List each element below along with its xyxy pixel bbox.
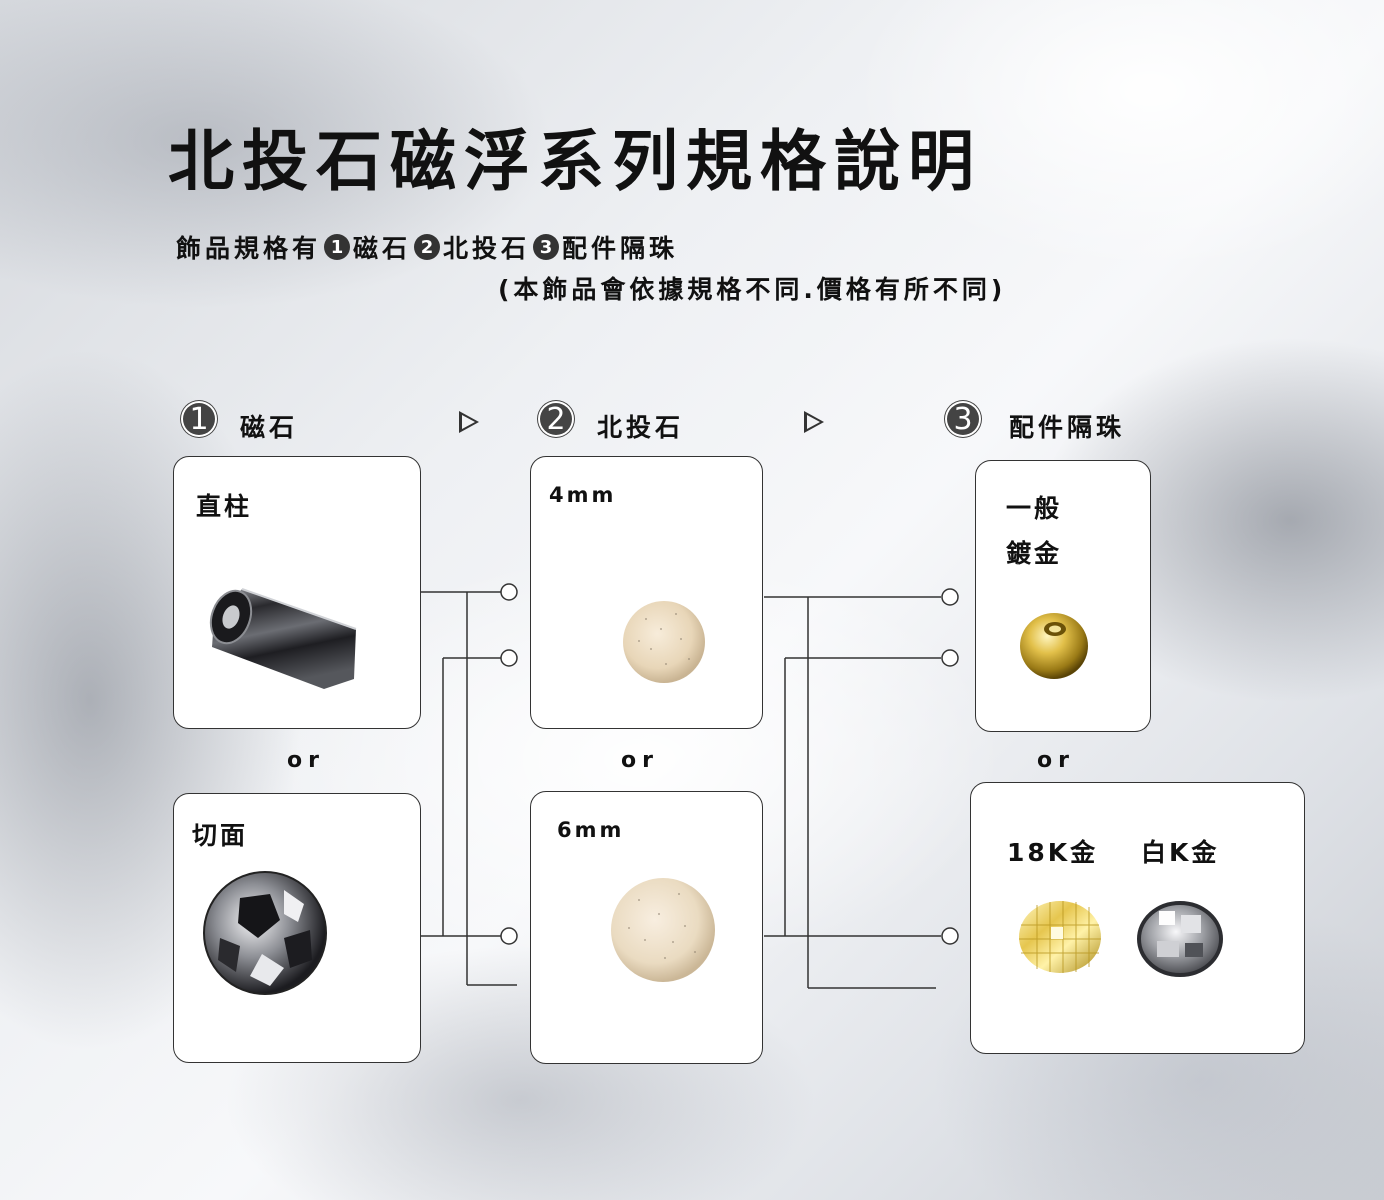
card-label-line1: 一般: [1006, 494, 1063, 523]
hokutolite-bead-large-image: [611, 878, 715, 982]
card-magnet-straight[interactable]: 直柱: [173, 456, 421, 729]
card-magnet-faceted[interactable]: 切面: [173, 793, 421, 1063]
faceted-silver-bead-image: [1137, 901, 1223, 977]
faceted-gold-bead-image: [1019, 901, 1101, 973]
intro-line: 飾品規格有 1 磁石 2 北投石 3 配件隔珠: [176, 229, 678, 265]
card-spacer-plated[interactable]: 一般 鍍金: [975, 460, 1151, 732]
intro-num-3: 3: [533, 234, 560, 260]
intro-item-3: 配件隔珠: [562, 234, 679, 263]
hokutolite-bead-small-image: [623, 601, 705, 683]
card-stone-6mm[interactable]: 6mm: [530, 791, 763, 1064]
play-triangle-icon: [459, 411, 479, 433]
or-label: or: [287, 748, 325, 773]
card-label-18k: 18K金: [1007, 838, 1099, 867]
page-title: 北投石磁浮系列規格說明: [168, 123, 982, 200]
step-label-2: 北投石: [597, 413, 685, 442]
step-number-1: 1: [181, 401, 217, 437]
card-label: 直柱: [196, 492, 253, 521]
intro-num-2: 2: [414, 234, 441, 260]
card-label-whitek: 白K金: [1141, 838, 1220, 867]
gold-plated-bead-image: [1020, 613, 1088, 679]
price-note: (本飾品會依據規格不同.價格有所不同): [498, 275, 1007, 304]
card-label: 切面: [192, 821, 249, 850]
card-label-line2: 鍍金: [1006, 539, 1063, 568]
step-number-3: 3: [945, 401, 981, 437]
faceted-hematite-bead-image: [203, 871, 327, 995]
hematite-cylinder-image: [209, 588, 357, 689]
step-label-3: 配件隔珠: [1009, 413, 1126, 442]
intro-item-2: 北投石: [443, 234, 531, 263]
or-label: or: [1037, 748, 1075, 773]
intro-item-1: 磁石: [353, 234, 412, 263]
card-label: 6mm: [557, 818, 625, 842]
play-triangle-icon: [804, 411, 824, 433]
card-spacer-precious[interactable]: 18K金 白K金: [970, 782, 1305, 1054]
card-label: 4mm: [549, 483, 617, 507]
card-stone-4mm[interactable]: 4mm: [530, 456, 763, 729]
or-label: or: [621, 748, 659, 773]
intro-prefix: 飾品規格有: [176, 234, 322, 263]
step-label-1: 磁石: [240, 413, 299, 442]
intro-num-1: 1: [324, 234, 351, 260]
step-number-2: 2: [538, 401, 574, 437]
